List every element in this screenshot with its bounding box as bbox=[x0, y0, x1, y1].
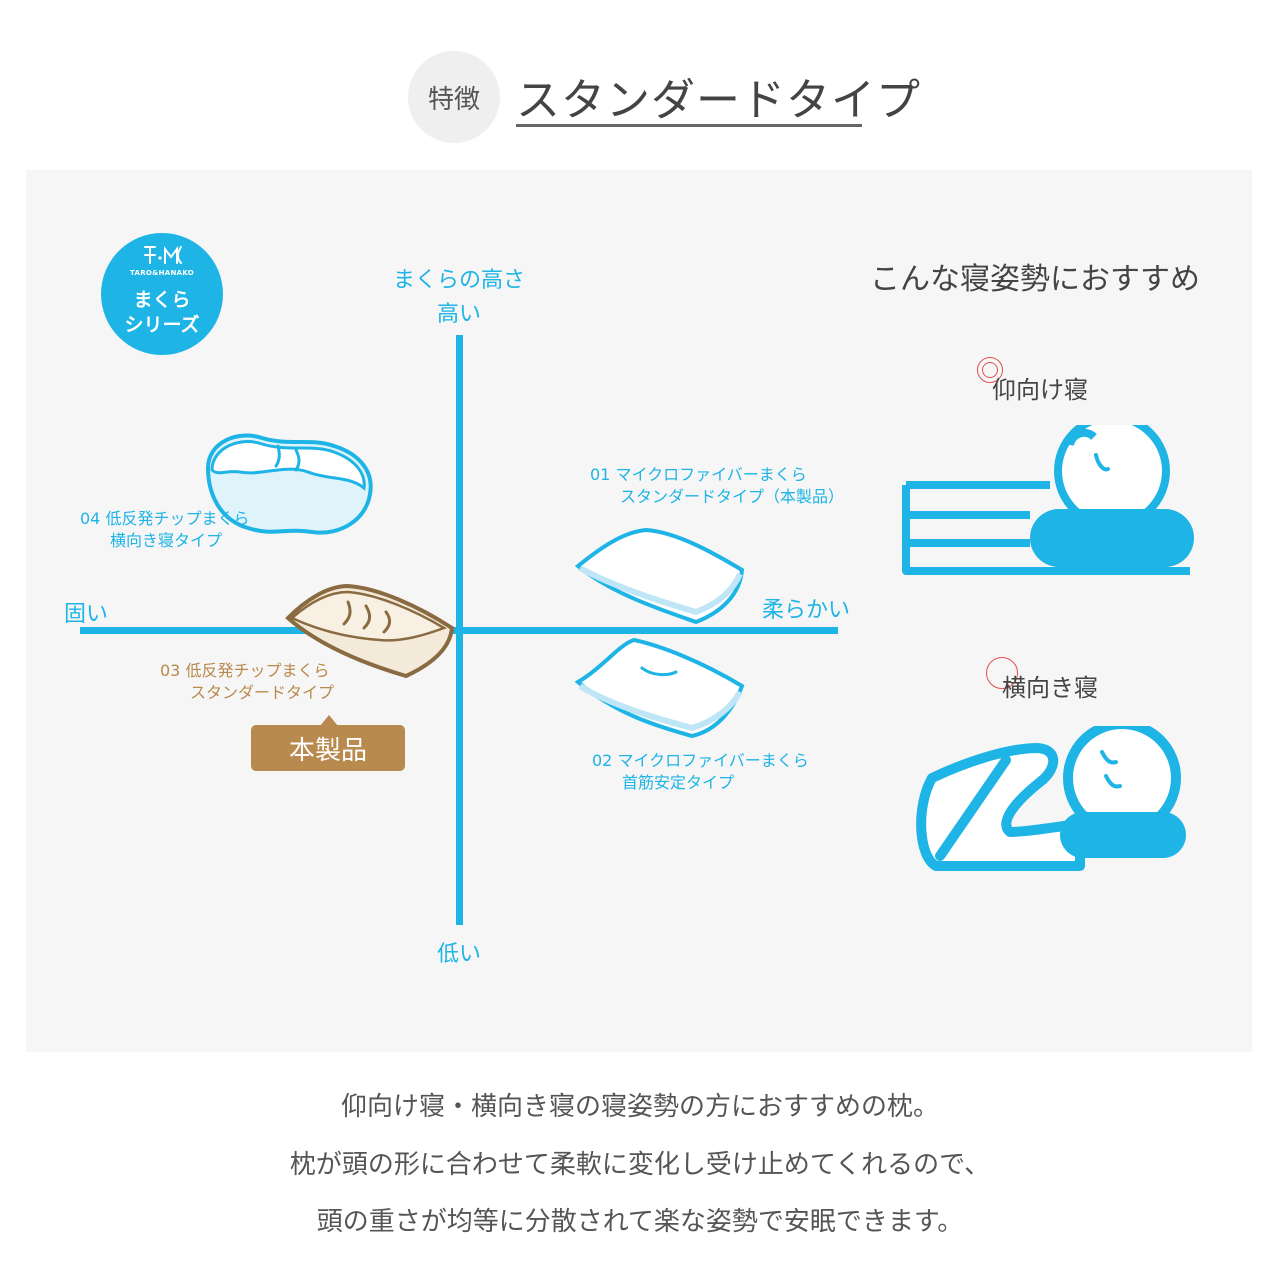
side-sleeping-icon bbox=[910, 719, 1200, 880]
axis-label-firm: 固い bbox=[64, 602, 109, 627]
description-line-2: 枕が頭の形に合わせて柔軟に変化し受け止めてくれるので、 bbox=[289, 1150, 991, 1180]
series-logo-badge: TARO&HANAKO まくら シリーズ bbox=[101, 233, 223, 355]
product-02-type: 首筋安定タイプ bbox=[622, 773, 735, 792]
supine-label: 仰向け寝 bbox=[992, 376, 1088, 404]
product-04-type: 横向き寝タイプ bbox=[110, 531, 223, 550]
pillow-02-icon bbox=[572, 636, 748, 744]
double-circle-icon bbox=[977, 357, 1003, 383]
axis-title: まくらの高さ bbox=[392, 268, 526, 293]
supine-sleeping-icon bbox=[900, 413, 1200, 589]
product-01-label: 01 マイクロファイバーまくら スタンダードタイプ（本製品） bbox=[590, 464, 844, 508]
logo-subtext: TARO&HANAKO bbox=[129, 269, 194, 277]
product-01-type: スタンダードタイプ（本製品） bbox=[620, 487, 845, 506]
feature-badge: 特徴 bbox=[408, 51, 500, 143]
side-label: 横向き寝 bbox=[1002, 674, 1098, 702]
description-line-3: 頭の重さが均等に分散されて楽な姿勢で安眠できます。 bbox=[316, 1207, 964, 1237]
pillow-03-icon bbox=[282, 578, 460, 686]
title-underline bbox=[516, 124, 862, 127]
product-01-name: 01 マイクロファイバーまくら bbox=[590, 465, 807, 484]
diagram-panel bbox=[26, 170, 1252, 1052]
taro-hanako-logo-icon bbox=[101, 243, 223, 273]
firmness-axis bbox=[80, 627, 838, 634]
recommend-title: こんな寝姿勢におすすめ bbox=[870, 262, 1200, 297]
this-product-badge: 本製品 bbox=[251, 715, 405, 771]
page-title: スタンダードタイプ bbox=[516, 75, 921, 126]
product-03-label: 03 低反発チップまくら スタンダードタイプ bbox=[160, 660, 334, 704]
logo-line2: シリーズ bbox=[124, 314, 200, 336]
axis-label-soft: 柔らかい bbox=[762, 598, 851, 623]
product-02-name: 02 マイクロファイバーまくら bbox=[592, 751, 809, 770]
logo-line1: まくら bbox=[133, 289, 191, 311]
product-04-label: 04 低反発チップまくら 横向き寝タイプ bbox=[80, 508, 249, 552]
pillow-01-icon bbox=[572, 522, 748, 630]
pillow-04-icon bbox=[200, 420, 380, 554]
product-02-label: 02 マイクロファイバーまくら 首筋安定タイプ bbox=[592, 750, 809, 794]
description-line-1: 仰向け寝・横向き寝の寝姿勢の方におすすめの枕。 bbox=[340, 1092, 939, 1122]
product-03-type: スタンダードタイプ bbox=[190, 683, 335, 702]
product-03-name: 03 低反発チップまくら bbox=[160, 661, 330, 680]
double-circle-inner-icon bbox=[982, 362, 998, 378]
axis-label-low: 低い bbox=[436, 942, 482, 967]
axis-label-high: 高い bbox=[436, 302, 482, 327]
circle-icon bbox=[986, 657, 1018, 689]
product-04-name: 04 低反発チップまくら bbox=[80, 509, 250, 528]
